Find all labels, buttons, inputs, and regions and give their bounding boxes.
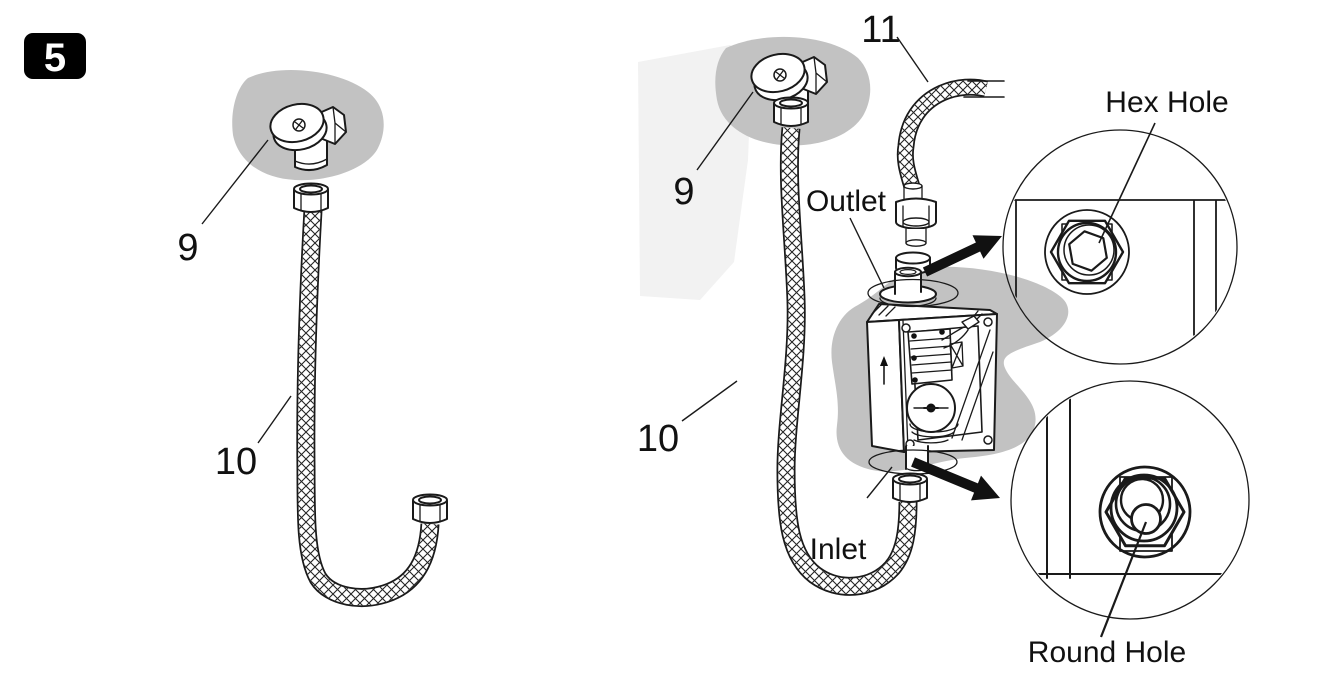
- hose11-continuation-lines: [963, 80, 1005, 98]
- leader-11: [896, 36, 929, 83]
- leader-9-left: [201, 139, 269, 225]
- leader-round-hole: [1099, 521, 1148, 638]
- round-detail-circle: [1010, 380, 1250, 620]
- hose10-top-nut: [293, 182, 329, 213]
- round-hole-shape: [1130, 503, 1162, 535]
- wire-connector: [961, 315, 980, 330]
- hose11-fitting-stack: [895, 182, 937, 275]
- label-10-left: 10: [215, 441, 257, 483]
- leader-outlet: [849, 217, 885, 289]
- step-badge-background: [24, 33, 86, 79]
- outlet-highlight-ellipse: [867, 278, 959, 308]
- control-box: [866, 266, 998, 472]
- solenoid-valve: [907, 310, 983, 385]
- left-panel: 9 10: [177, 97, 448, 607]
- box-screw: [901, 323, 911, 333]
- leader-10-left: [257, 395, 292, 444]
- flow-direction-arrow: [880, 356, 888, 385]
- hose10-end-nut: [412, 493, 448, 524]
- label-inlet: Inlet: [810, 533, 867, 566]
- leader-inlet: [866, 466, 893, 499]
- box-screw: [983, 317, 993, 327]
- step-badge: 5: [24, 33, 86, 80]
- arrow-to-hex-hole: [922, 235, 1002, 277]
- part9-hose-nut: [773, 96, 809, 127]
- right-panel: 9 10 11 Outlet Inlet: [637, 9, 1005, 596]
- hose-10-left: [296, 209, 440, 607]
- actuator-dial: [906, 383, 959, 444]
- hose-10-right: [776, 127, 918, 596]
- label-hex-hole: Hex Hole: [1105, 86, 1228, 119]
- hex-nut: [1049, 219, 1125, 285]
- box-screw: [983, 435, 993, 445]
- leader-10-right: [681, 380, 738, 422]
- label-round-hole: Round Hole: [1028, 636, 1186, 669]
- label-10-right: 10: [637, 418, 679, 460]
- hex-hole-shape: [1068, 230, 1108, 272]
- label-11: 11: [861, 9, 900, 51]
- solenoid-wires: [941, 326, 969, 349]
- round-hole-detail: Round Hole: [1010, 380, 1250, 669]
- label-9-right: 9: [673, 171, 694, 213]
- step-number: 5: [44, 36, 66, 80]
- leader-hex-hole: [1098, 122, 1156, 244]
- hex-hole-detail: Hex Hole: [1002, 86, 1238, 365]
- hose10-inlet-nut: [892, 472, 928, 503]
- arrow-to-round-hole: [911, 457, 1000, 501]
- leader-9-right: [696, 91, 754, 171]
- label-outlet: Outlet: [806, 185, 887, 218]
- hose-11: [896, 78, 1005, 193]
- label-9-left: 9: [177, 227, 198, 269]
- hex-detail-circle: [1002, 129, 1238, 365]
